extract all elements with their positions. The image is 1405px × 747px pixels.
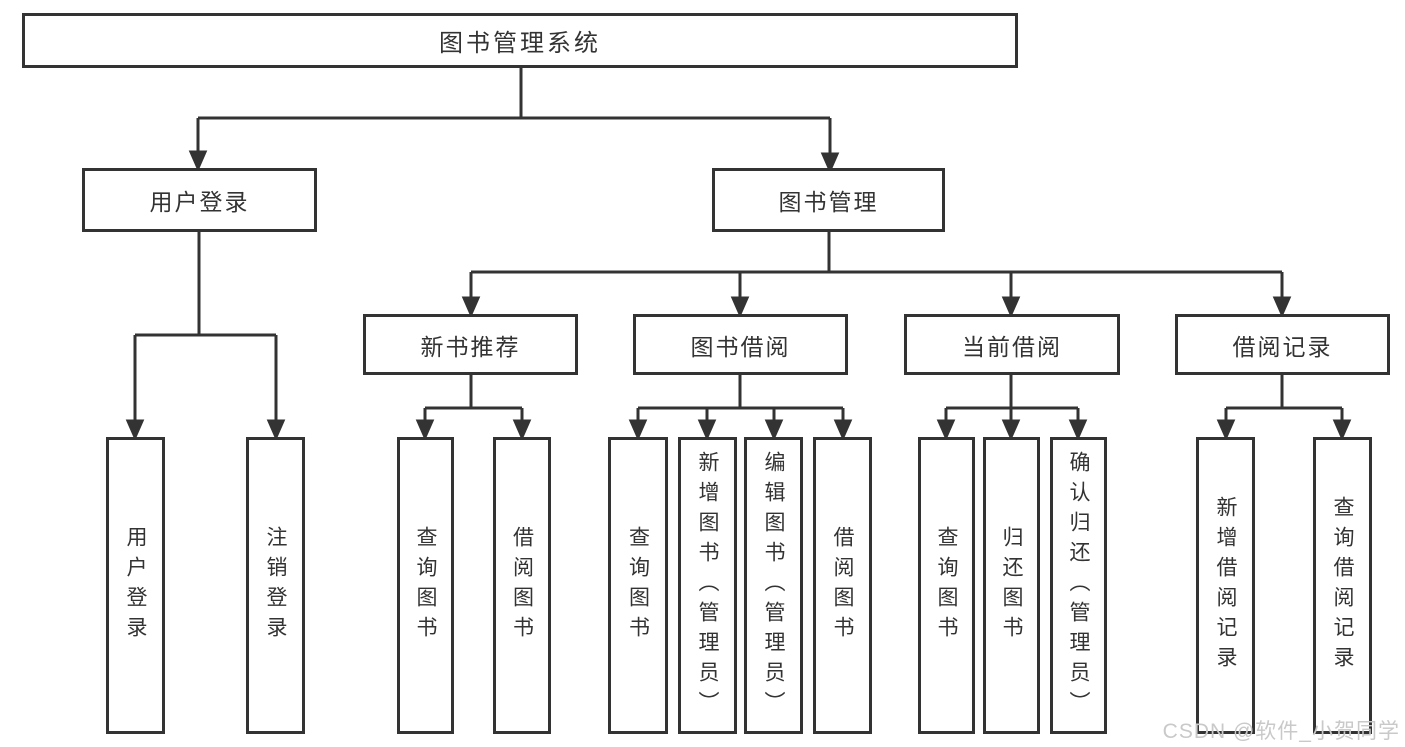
leaf-newbook-borrow-label: 借阅图书 (510, 525, 534, 646)
leaf-current-return: 归还图书 (983, 437, 1040, 734)
leaf-logout-label: 注销登录 (264, 525, 287, 646)
arrowhead (697, 419, 717, 441)
arrowhead (188, 150, 208, 172)
leaf-user-login: 用户登录 (106, 437, 165, 734)
arrowhead (730, 296, 750, 318)
leaf-logout: 注销登录 (246, 437, 305, 734)
arrowhead (936, 419, 956, 441)
new-book-branch-connectors (415, 375, 532, 441)
node-user-login-label: 用户登录 (149, 189, 250, 215)
arrowhead (764, 419, 784, 441)
node-book-borrow: 图书借阅 (633, 314, 848, 375)
node-current-borrow-label: 当前借阅 (962, 333, 1062, 360)
node-book-borrow-label: 图书借阅 (690, 333, 791, 360)
node-book-management: 图书管理 (712, 168, 945, 232)
leaf-borrow-borrow: 借阅图书 (813, 437, 872, 734)
leaf-records-query: 查询借阅记录 (1313, 437, 1372, 734)
leaf-borrow-add-admin: 新增图书（管理员） (678, 437, 737, 734)
level1-to-level2-connectors (188, 68, 840, 174)
node-root-label: 图书管理系统 (439, 30, 601, 57)
watermark: CSDN @软件_小贺同学 (1162, 720, 1400, 743)
leaf-borrow-edit-admin-label: 编辑图书（管理员） (762, 450, 785, 721)
arrowhead (820, 152, 840, 174)
leaf-user-login-label: 用户登录 (124, 525, 147, 646)
leaf-borrow-borrow-label: 借阅图书 (831, 525, 854, 646)
arrowhead (512, 419, 532, 441)
leaf-borrow-query-label: 查询图书 (626, 525, 650, 646)
node-root: 图书管理系统 (22, 13, 1018, 68)
leaf-current-confirm-admin: 确认归还（管理员） (1050, 437, 1107, 734)
current-borrow-branch-connectors (936, 375, 1088, 441)
leaf-current-confirm-admin-label: 确认归还（管理员） (1067, 450, 1090, 721)
arrowhead (1001, 296, 1021, 318)
leaf-current-query: 查询图书 (918, 437, 975, 734)
arrowhead (1001, 419, 1021, 441)
node-new-book-recommend: 新书推荐 (363, 314, 578, 375)
node-borrow-records: 借阅记录 (1175, 314, 1390, 375)
arrowhead (1332, 419, 1352, 441)
user-login-branch-connectors (125, 232, 286, 441)
arrowhead (1272, 296, 1292, 318)
node-book-management-label: 图书管理 (778, 189, 879, 215)
leaf-newbook-query: 查询图书 (397, 437, 454, 734)
node-current-borrow: 当前借阅 (904, 314, 1120, 375)
leaf-current-query-label: 查询图书 (935, 525, 958, 646)
leaf-borrow-add-admin-label: 新增图书（管理员） (696, 450, 719, 721)
borrow-records-branch-connectors (1216, 375, 1352, 441)
leaf-records-add: 新增借阅记录 (1196, 437, 1255, 734)
node-user-login: 用户登录 (82, 168, 317, 232)
leaf-records-query-label: 查询借阅记录 (1331, 495, 1354, 676)
node-borrow-records-label: 借阅记录 (1232, 333, 1333, 360)
leaf-records-add-label: 新增借阅记录 (1214, 495, 1237, 676)
arrowhead (1068, 419, 1088, 441)
arrowhead (1216, 419, 1236, 441)
arrowhead (833, 419, 853, 441)
arrowhead (266, 419, 286, 441)
leaf-newbook-query-label: 查询图书 (414, 525, 437, 646)
leaf-current-return-label: 归还图书 (1000, 525, 1023, 646)
arrowhead (125, 419, 145, 441)
leaf-newbook-borrow: 借阅图书 (493, 437, 551, 734)
arrowhead (628, 419, 648, 441)
level2-to-level3-connectors (461, 232, 1292, 318)
book-borrow-branch-connectors (628, 375, 853, 441)
arrowhead (461, 296, 481, 318)
leaf-borrow-query: 查询图书 (608, 437, 668, 734)
leaf-borrow-edit-admin: 编辑图书（管理员） (744, 437, 803, 734)
arrowhead (415, 419, 435, 441)
node-new-book-recommend-label: 新书推荐 (420, 333, 521, 360)
